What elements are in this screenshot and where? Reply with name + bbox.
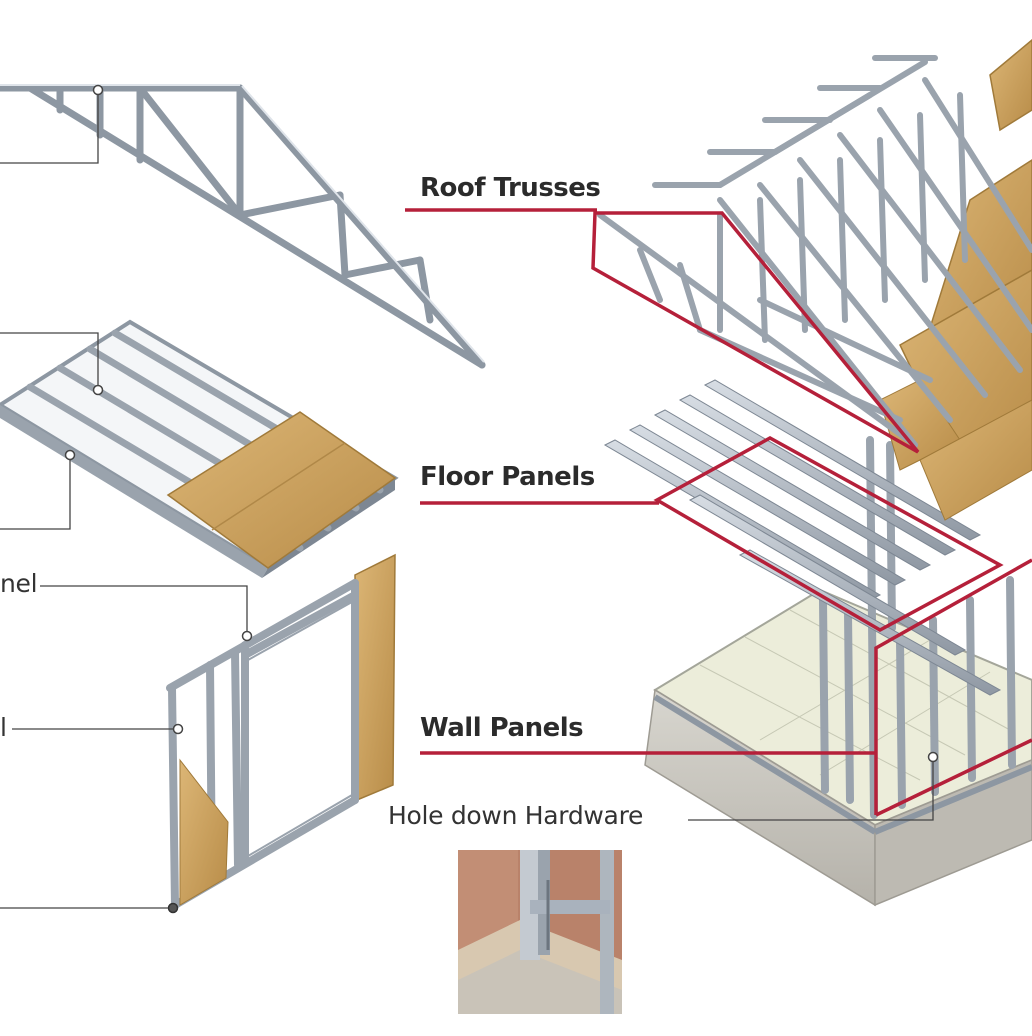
hole-down-hardware-label: Hole down Hardware [388,801,644,830]
floor-panels-label: Floor Panels [420,462,595,492]
wall-label-fragment: l [0,713,7,742]
floor-callout-line-1 [0,332,99,386]
roof-truss-highlight [0,84,485,363]
house-roof-sheathing [879,39,1032,521]
floor-callout-line-2 [0,460,71,530]
wall-panels-outline [874,558,1032,817]
panel-label-fragment: nel [0,569,38,598]
wall-callout-dot-1 [241,630,253,642]
hardware-callout-dot [927,751,939,763]
wall-callout-dot-3 [167,902,179,914]
floor-callout-dot-1 [92,384,104,396]
floor-panel-detail [0,319,399,578]
wall-panel-detail [166,553,396,909]
wall-panels-label: Wall Panels [420,713,584,743]
floor-callout-dot-2 [64,449,76,461]
house-roof-trusses [597,55,1032,448]
wall-callout-dot-2 [172,723,184,735]
truss-callout-line [0,94,99,164]
hardware-callout-line [688,762,934,821]
wall-callout-line-1 [40,585,248,631]
roof-trusses-outline [591,211,920,454]
truss-callout-dot [92,84,104,96]
floor-panels-outline [653,436,1004,633]
roof-trusses-label: Roof Trusses [420,173,601,203]
hardware-inset-photo [458,850,622,1014]
roof-truss-detail [0,84,486,369]
